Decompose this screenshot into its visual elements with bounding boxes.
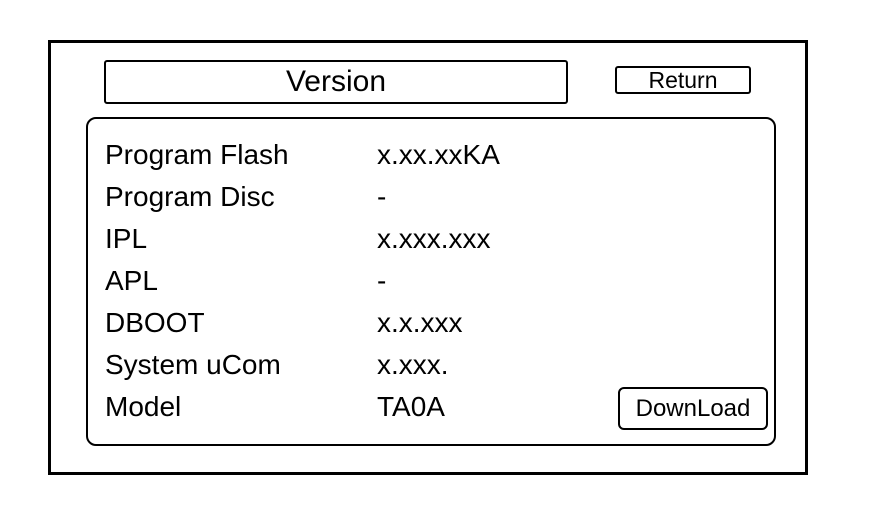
- version-row-label: Program Flash: [105, 139, 289, 170]
- version-row-value: TA0A: [377, 391, 445, 422]
- version-row-system-ucom: System uCom x.xxx.: [105, 344, 774, 386]
- version-row-value: x.xxx.xxx: [377, 223, 491, 254]
- version-row-ipl: IPL x.xxx.xxx: [105, 218, 774, 260]
- version-row-label: System uCom: [105, 349, 281, 380]
- version-row-dboot: DBOOT x.x.xxx: [105, 302, 774, 344]
- version-row-program-disc: Program Disc -: [105, 176, 774, 218]
- download-button-label: DownLoad: [635, 394, 751, 422]
- version-row-value: -: [377, 181, 387, 212]
- version-title-box: Version: [104, 60, 568, 104]
- return-button-label: Return: [648, 66, 718, 93]
- download-button[interactable]: DownLoad: [618, 387, 768, 430]
- page-title: Version: [285, 65, 387, 98]
- return-button[interactable]: Return: [615, 66, 751, 94]
- version-row-value: x.xxx.: [377, 349, 449, 380]
- version-row-label: DBOOT: [105, 307, 205, 338]
- version-info-panel: Program Flash x.xx.xxKA Program Disc - I…: [86, 117, 776, 446]
- version-row-apl: APL -: [105, 260, 774, 302]
- version-row-label: Model: [105, 391, 182, 422]
- version-row-value: -: [377, 265, 387, 296]
- version-row-value: x.x.xxx: [377, 307, 463, 338]
- version-row-label: IPL: [105, 223, 148, 254]
- version-row-value: x.xx.xxKA: [377, 139, 500, 170]
- version-row-program-flash: Program Flash x.xx.xxKA: [105, 134, 774, 176]
- version-row-label: APL: [105, 265, 158, 296]
- version-row-label: Program Disc: [105, 181, 275, 212]
- version-row-model: Model TA0A: [105, 386, 774, 428]
